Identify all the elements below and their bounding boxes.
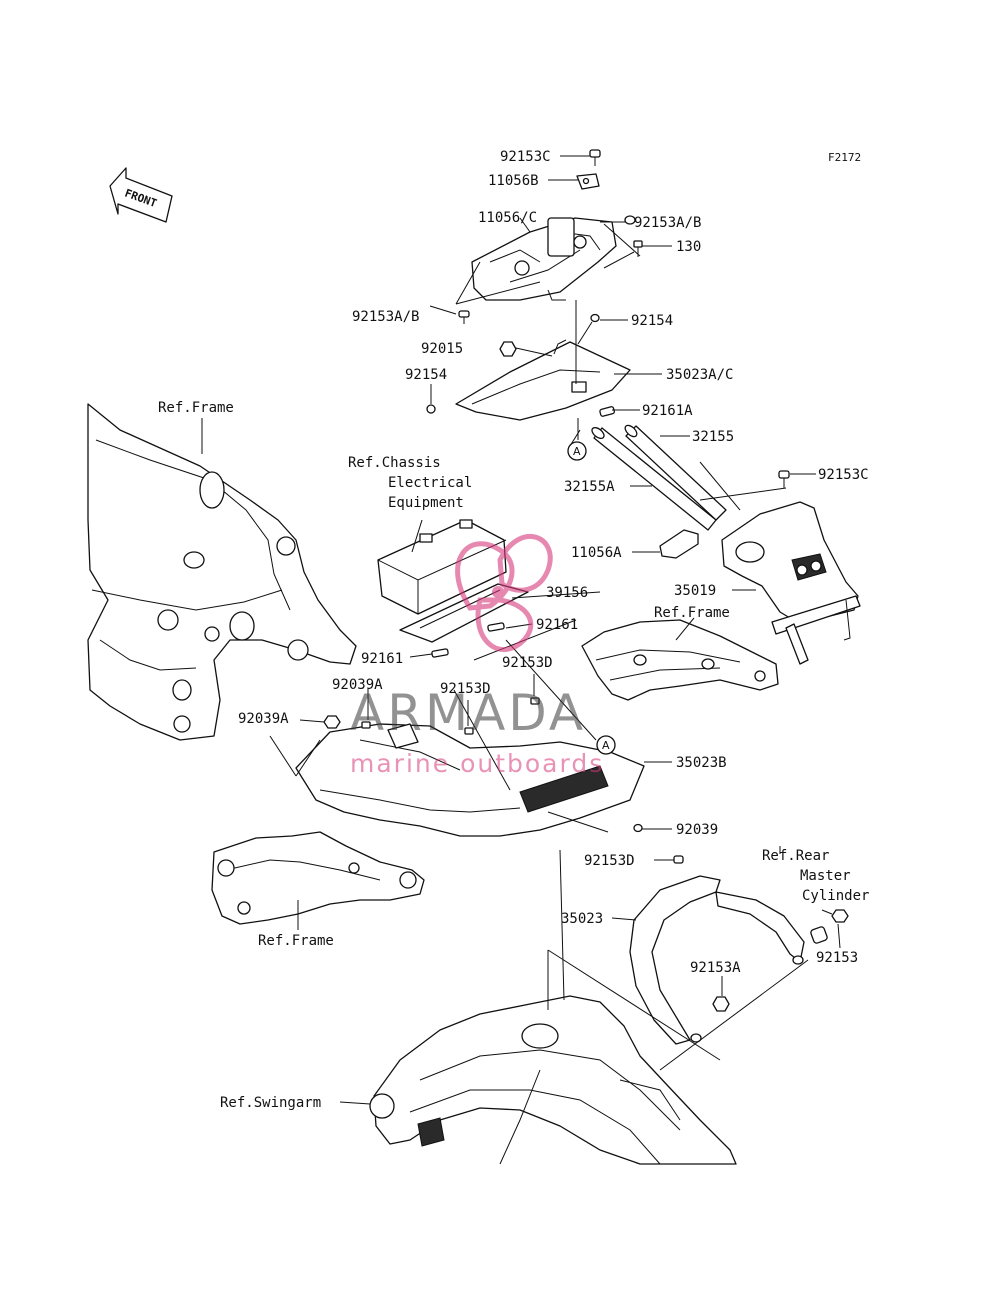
plate-under-92153d — [387, 723, 419, 749]
label-35023b: 35023B — [676, 755, 727, 771]
master-cylinder — [810, 926, 828, 944]
screw-92153d-lower — [673, 855, 684, 864]
part-labels: 92153C 11056B 11056/C 92153A/B 130 92153… — [158, 149, 869, 1111]
screw-92154-right — [590, 313, 600, 323]
screw-92154-left — [426, 404, 436, 414]
label-ref-frame-1: Ref.Frame — [158, 400, 234, 416]
frame-left — [87, 403, 357, 741]
label-92161a: 92161A — [642, 403, 693, 419]
bolt-130 — [633, 240, 643, 257]
label-92153c-right: 92153C — [818, 467, 869, 483]
label-92153ab-left: 92153A/B — [352, 309, 419, 325]
nut-92039a — [323, 715, 341, 729]
label-92153d-left: 92153D — [440, 681, 491, 697]
label-92153c-top: 92153C — [500, 149, 551, 165]
label-ref-chassis-3: Equipment — [388, 495, 464, 511]
label-92153d-mid: 92153D — [502, 655, 553, 671]
label-39156: 39156 — [546, 585, 588, 601]
label-11056c: 11056/C — [478, 210, 537, 226]
label-92039: 92039 — [676, 822, 718, 838]
label-11056b: 11056B — [488, 173, 539, 189]
label-92153d-lower: 92153D — [584, 853, 635, 869]
screw-92153ab-left — [458, 310, 470, 324]
label-ref-swingarm: Ref.Swingarm — [220, 1095, 321, 1111]
screw-92153d-mid — [530, 697, 540, 705]
callout-circle-a-lower: A — [596, 735, 616, 755]
seat-lock-bracket — [471, 217, 617, 301]
watermark-brand: ARMADA — [350, 684, 586, 742]
screw-92039 — [633, 823, 643, 833]
bolt-92153 — [831, 909, 849, 923]
label-92161-left: 92161 — [361, 651, 403, 667]
label-92153ab-right: 92153A/B — [634, 215, 701, 231]
label-92153a: 92153A — [690, 960, 741, 976]
nut-92153a — [712, 996, 730, 1012]
callout-circle-a-upper: A — [567, 441, 587, 461]
nut-92015 — [499, 341, 517, 357]
bracket-11056a — [659, 529, 699, 559]
tube-32155a — [591, 426, 717, 531]
label-92153: 92153 — [816, 950, 858, 966]
label-92015: 92015 — [421, 341, 463, 357]
swingarm — [369, 995, 737, 1165]
screw-92153d-left — [464, 727, 474, 735]
callout-letter-upper: A — [573, 445, 581, 458]
label-32155: 32155 — [692, 429, 734, 445]
front-arrow-icon: FRONT — [109, 167, 173, 223]
screw-92153ab-right — [624, 215, 636, 225]
label-32155a: 32155A — [564, 479, 615, 495]
label-35019: 35019 — [674, 583, 716, 599]
frame-right — [581, 619, 779, 701]
label-92154-left: 92154 — [405, 367, 447, 383]
label-ref-rear-1: Ref.Rear — [762, 848, 829, 864]
cap-92161-right — [487, 622, 505, 632]
cover-35023b — [295, 723, 645, 837]
label-35023: 35023 — [561, 911, 603, 927]
label-ref-frame-2: Ref.Frame — [654, 605, 730, 621]
figure-code: F2172 — [828, 151, 861, 164]
label-11056a: 11056A — [571, 545, 622, 561]
callout-lines — [201, 155, 841, 1105]
propeller-logo-icon — [455, 533, 553, 653]
label-ref-chassis-1: Ref.Chassis — [348, 455, 441, 471]
label-ref-rear-3: Cylinder — [802, 888, 869, 904]
screw-92153c-top — [589, 149, 601, 166]
label-92161-right: 92161 — [536, 617, 578, 633]
label-92039a-1: 92039A — [332, 677, 383, 693]
screw-92153c-right — [778, 470, 790, 488]
fender-35023 — [629, 875, 805, 1045]
label-92154-right: 92154 — [631, 313, 673, 329]
label-ref-chassis-2: Electrical — [388, 475, 472, 491]
cap-92161a — [599, 406, 615, 417]
label-ref-frame-3: Ref.Frame — [258, 933, 334, 949]
tail-bracket-35019 — [721, 501, 861, 665]
callout-letter-lower: A — [602, 739, 610, 752]
frame-lower — [211, 831, 425, 925]
cap-92161-left — [431, 648, 449, 658]
label-130: 130 — [676, 239, 701, 255]
label-ref-rear-2: Master — [800, 868, 851, 884]
cover-35023ac — [455, 339, 631, 421]
bracket-11056b — [576, 173, 600, 190]
watermark: ARMADA marine outboards — [350, 533, 604, 778]
screw-92039a-mid — [361, 721, 371, 729]
label-35023ac: 35023A/C — [666, 367, 733, 383]
watermark-tagline: marine outboards — [350, 749, 604, 778]
label-92039a-2: 92039A — [238, 711, 289, 727]
